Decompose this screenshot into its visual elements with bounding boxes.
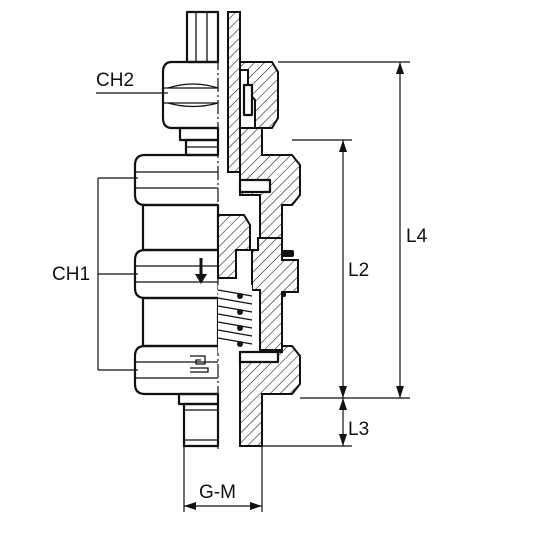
l3-dimension: L3: [262, 398, 369, 447]
l2-dimension: L2: [292, 139, 369, 398]
gm-dimension: G-M: [183, 446, 263, 512]
l4-label: L4: [406, 226, 428, 247]
flow-direction-arrow-icon: [195, 258, 207, 284]
ch2-label: CH2: [96, 70, 134, 91]
marking-symbol-icon: [190, 355, 209, 373]
external-view: [133, 10, 220, 448]
gm-label: G-M: [199, 482, 236, 503]
ch1-label: CH1: [52, 264, 90, 285]
section-view: [217, 11, 301, 447]
spring: [217, 285, 253, 353]
l2-label: L2: [348, 260, 369, 281]
l4-dimension: L4: [278, 61, 428, 399]
ch1-dimension: CH1: [52, 177, 138, 371]
upper-nut-ch2: [161, 60, 219, 130]
ch2-dimension: CH2: [96, 70, 168, 94]
l3-label: L3: [348, 419, 369, 440]
